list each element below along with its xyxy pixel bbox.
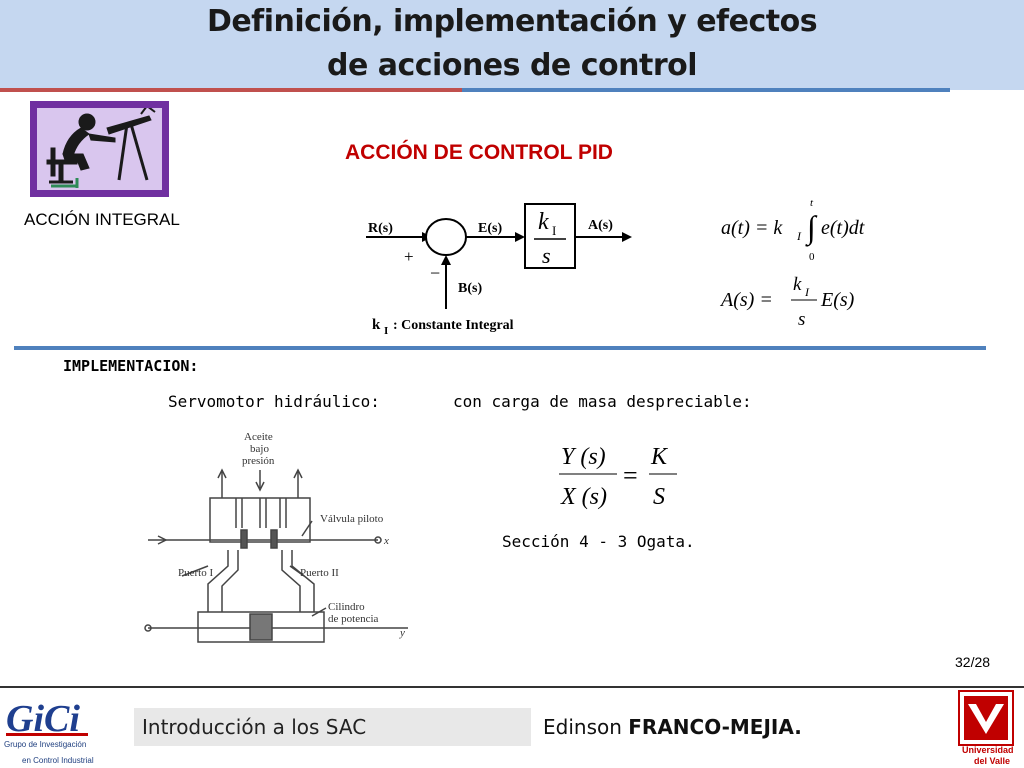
load-label: con carga de masa despreciable:	[453, 392, 752, 411]
reference-label: Sección 4 - 3 Ogata.	[502, 532, 695, 551]
caption-subscript: I	[384, 325, 388, 337]
univalle-text-1: Universidad	[962, 745, 1014, 755]
integral-lower-limit: 0	[809, 251, 815, 263]
laplace-eq-lhs: A(s) =	[719, 289, 773, 311]
course-box	[134, 708, 531, 746]
port-1-label: Puerto I	[178, 567, 213, 579]
gici-subtitle-1: Grupo de Investigación	[4, 740, 87, 749]
tf-denominator-rhs: S	[653, 484, 665, 510]
page-number: 32/28	[955, 654, 991, 670]
oil-label-2: bajo	[250, 443, 269, 455]
gain-denominator: s	[542, 243, 551, 268]
x-label: x	[383, 535, 389, 547]
error-label: E(s)	[478, 221, 502, 236]
integral-upper-limit: t	[810, 197, 814, 209]
gain-numerator: k	[538, 209, 549, 235]
author-name: Edinson FRANCO-MEJIA.	[543, 715, 802, 739]
footer-rule	[0, 686, 1024, 688]
gain-subscript: I	[552, 223, 556, 238]
y-label: y	[399, 627, 405, 639]
author-first-name: Edinson	[543, 715, 622, 739]
output-label: A(s)	[588, 218, 613, 233]
slide-title-line-2: de acciones de control	[326, 48, 698, 83]
feedback-label: B(s)	[458, 281, 482, 296]
time-eq-lhs: a(t) = k	[721, 217, 783, 239]
univalle-logo	[958, 690, 1014, 746]
cylinder-label-1: Cilindro	[328, 601, 365, 613]
slide-title-line-1: Definición, implementación y efectos	[206, 4, 818, 39]
input-label: R(s)	[368, 221, 393, 236]
cylinder-label-2: de potencia	[328, 613, 379, 625]
tf-numerator-lhs: Y (s)	[561, 444, 606, 470]
laplace-eq-rhs: E(s)	[820, 289, 855, 311]
course-label: Introducción a los SAC	[142, 715, 367, 739]
integral-sign: ∫	[805, 209, 818, 247]
time-eq-integrand: e(t)dt	[821, 217, 865, 239]
caption-symbol: k	[372, 317, 381, 333]
integral-gain-block	[524, 203, 576, 269]
integral-equations: a(t) = k I ∫ t 0 e(t)dt A(s) = k I s E(s…	[719, 197, 865, 330]
gici-logo: GiCi	[6, 698, 88, 740]
implementation-label: IMPLEMENTACION:	[63, 357, 199, 375]
section-title: ACCIÓN DE CONTROL PID	[345, 141, 613, 164]
gici-subtitle-2: en Control Industrial	[22, 756, 94, 765]
servo-label: Servomotor hidráulico:	[168, 392, 380, 411]
header-rule-blue	[462, 88, 950, 92]
hydraulic-servomotor-diagram: Aceite bajo presión Válvula piloto	[144, 431, 408, 643]
pilot-valve-label: Válvula piloto	[320, 513, 384, 525]
integral-action-label: ACCIÓN INTEGRAL	[24, 210, 180, 229]
summing-junction	[425, 218, 467, 256]
oil-label-1: Aceite	[244, 431, 273, 443]
time-eq-subscript: I	[796, 229, 802, 243]
tf-denominator-lhs: X (s)	[560, 484, 607, 510]
caption-text: : Constante Integral	[393, 318, 514, 333]
tf-numerator-rhs: K	[650, 444, 669, 470]
transfer-function: Y (s) X (s) = K S	[559, 444, 677, 510]
port-2-label: Puerto II	[300, 567, 339, 579]
univalle-text-2: del Valle	[974, 756, 1011, 766]
slide-header: Definición, implementación y efectos de …	[0, 0, 1024, 90]
plus-sign: +	[404, 247, 414, 266]
oil-label-3: presión	[242, 455, 275, 467]
minus-sign: −	[430, 263, 440, 283]
drafting-person-icon	[30, 101, 169, 197]
header-rule-red	[0, 88, 462, 92]
laplace-gain-subscript: I	[804, 285, 810, 299]
tf-equals: =	[623, 461, 638, 490]
laplace-gain-numerator: k	[793, 274, 802, 295]
laplace-gain-denominator: s	[798, 309, 805, 330]
author-last-name: FRANCO-MEJIA.	[628, 715, 802, 739]
section-divider	[14, 346, 986, 350]
integral-block-diagram: R(s) + − E(s) k I s A(s) B(s) k I : Cons…	[366, 203, 632, 337]
